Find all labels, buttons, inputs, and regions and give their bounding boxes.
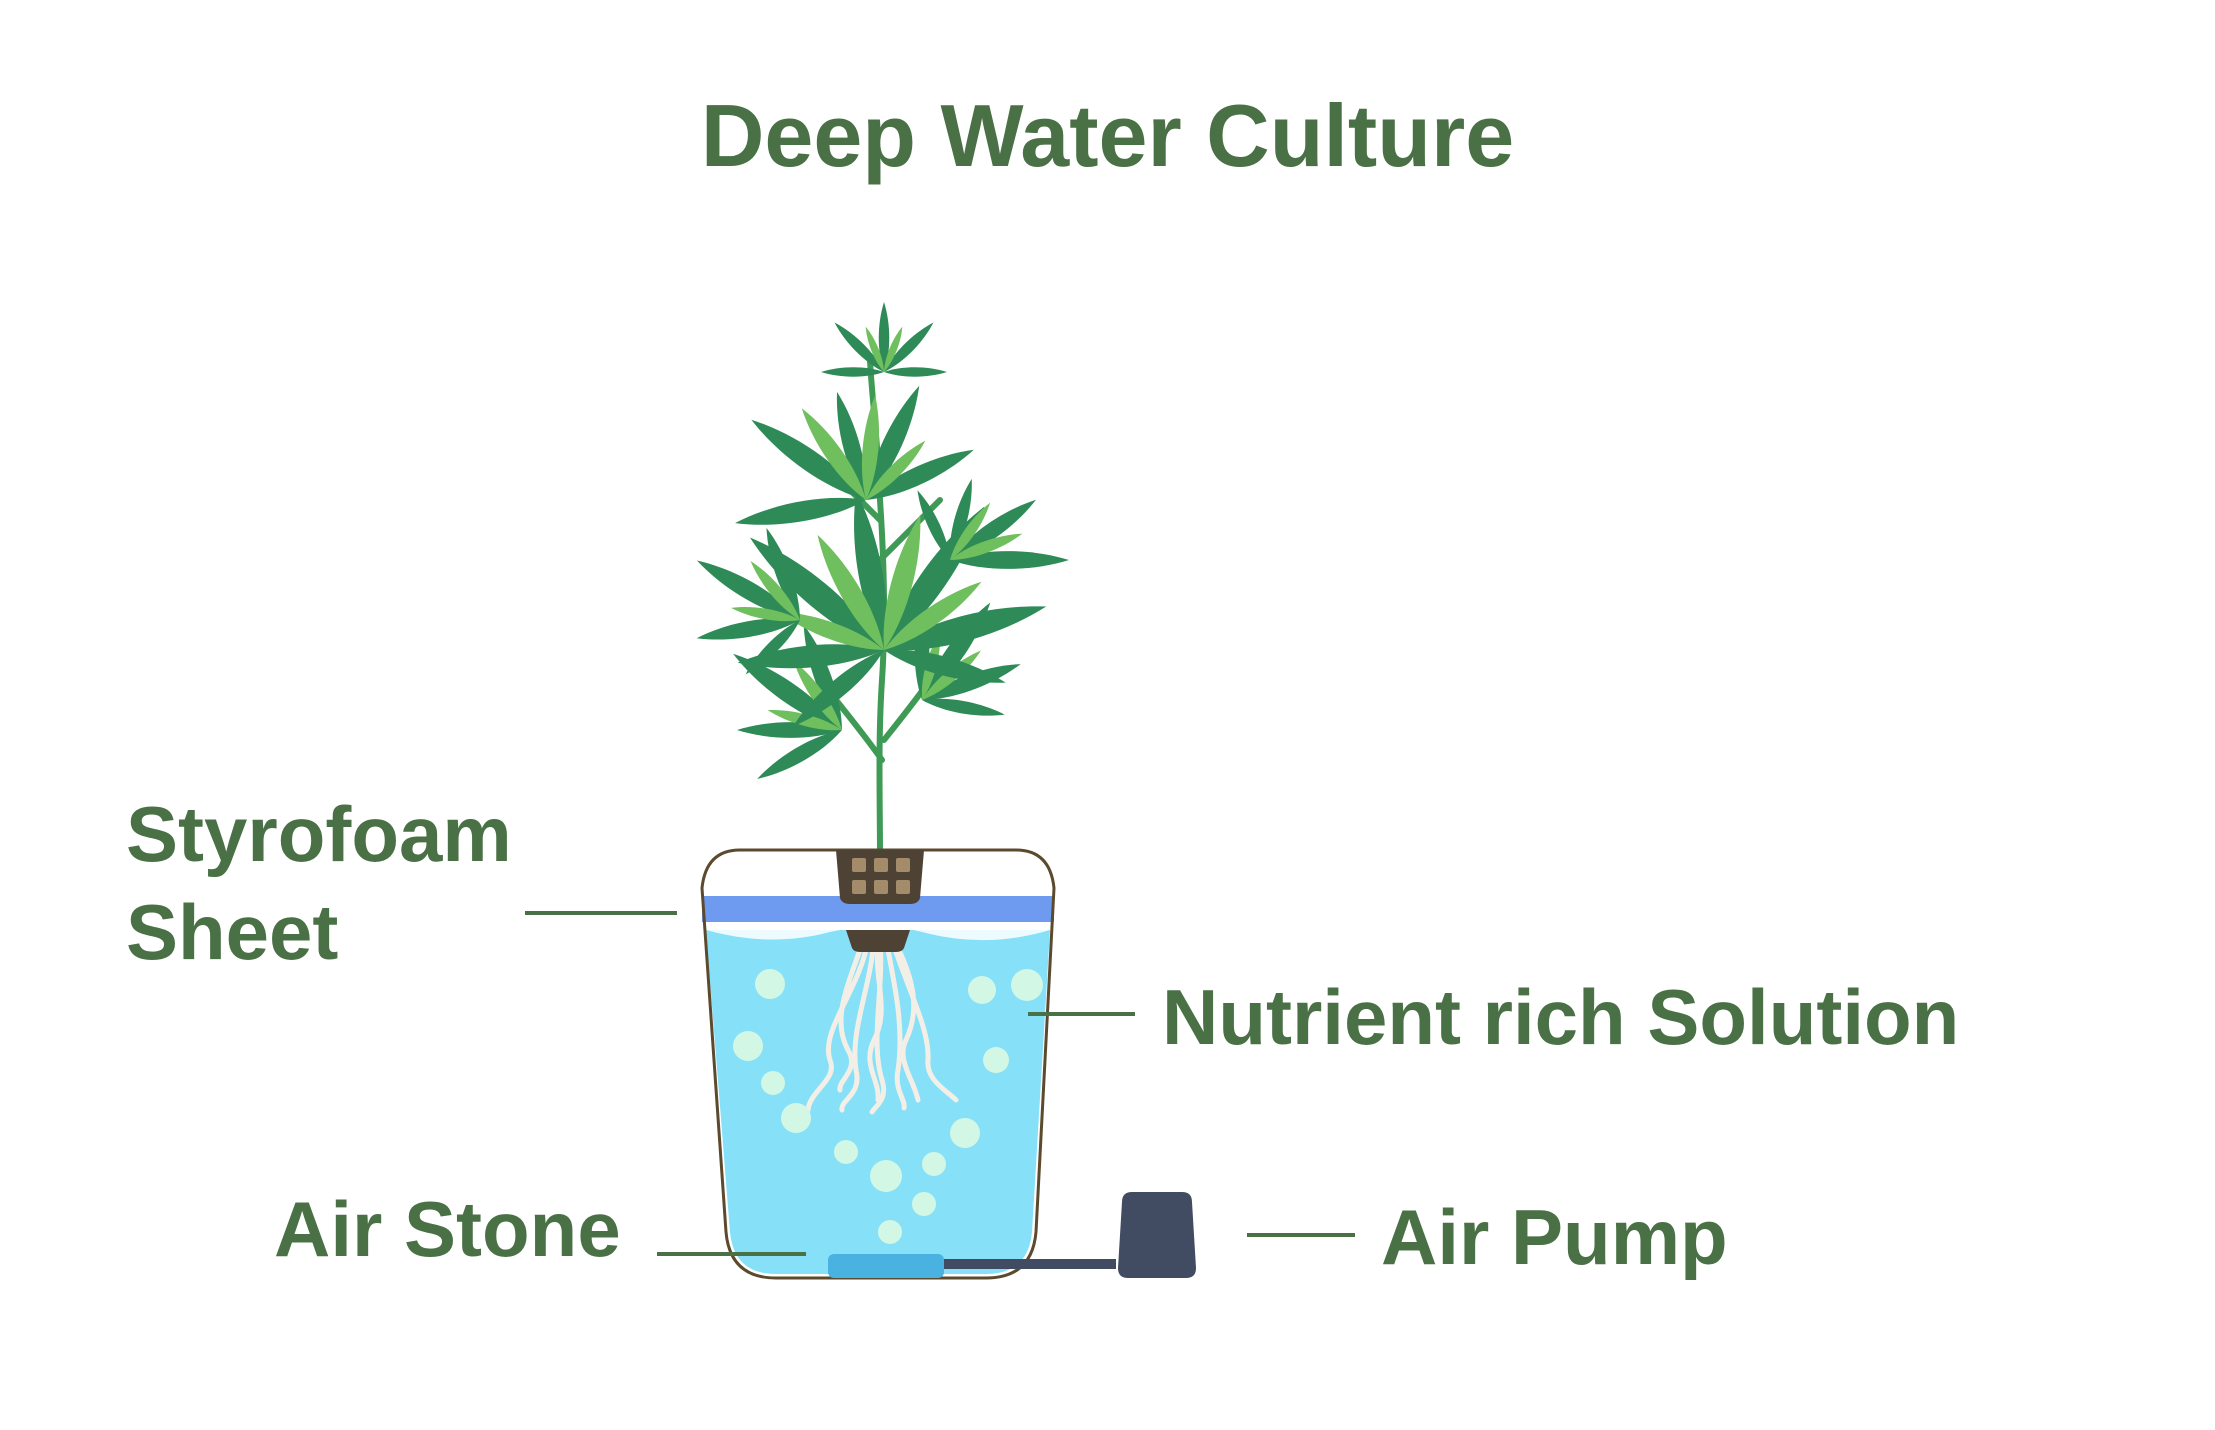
label-nutrient-solution: Nutrient rich Solution: [1162, 973, 1960, 1061]
air-pump-icon: [1118, 1192, 1196, 1278]
net-pot-icon: [836, 850, 924, 952]
label-styrofoam-line-1: Styrofoam: [126, 790, 512, 878]
leader-lines: [525, 911, 1355, 1256]
container-outline: [700, 848, 1056, 1280]
bubbles-icon: [733, 969, 1043, 1244]
label-styrofoam-line-2: Sheet: [126, 888, 339, 976]
roots-icon: [805, 937, 959, 1115]
air-stone-icon: [828, 1254, 944, 1278]
label-air-stone: Air Stone: [274, 1185, 621, 1273]
label-air-pump: Air Pump: [1381, 1193, 1728, 1281]
water-surface-wave: [706, 922, 1050, 941]
diagram-title: Deep Water Culture: [700, 86, 1515, 185]
leaf-cluster-top: [821, 302, 947, 377]
plant-icon: [692, 302, 1069, 861]
